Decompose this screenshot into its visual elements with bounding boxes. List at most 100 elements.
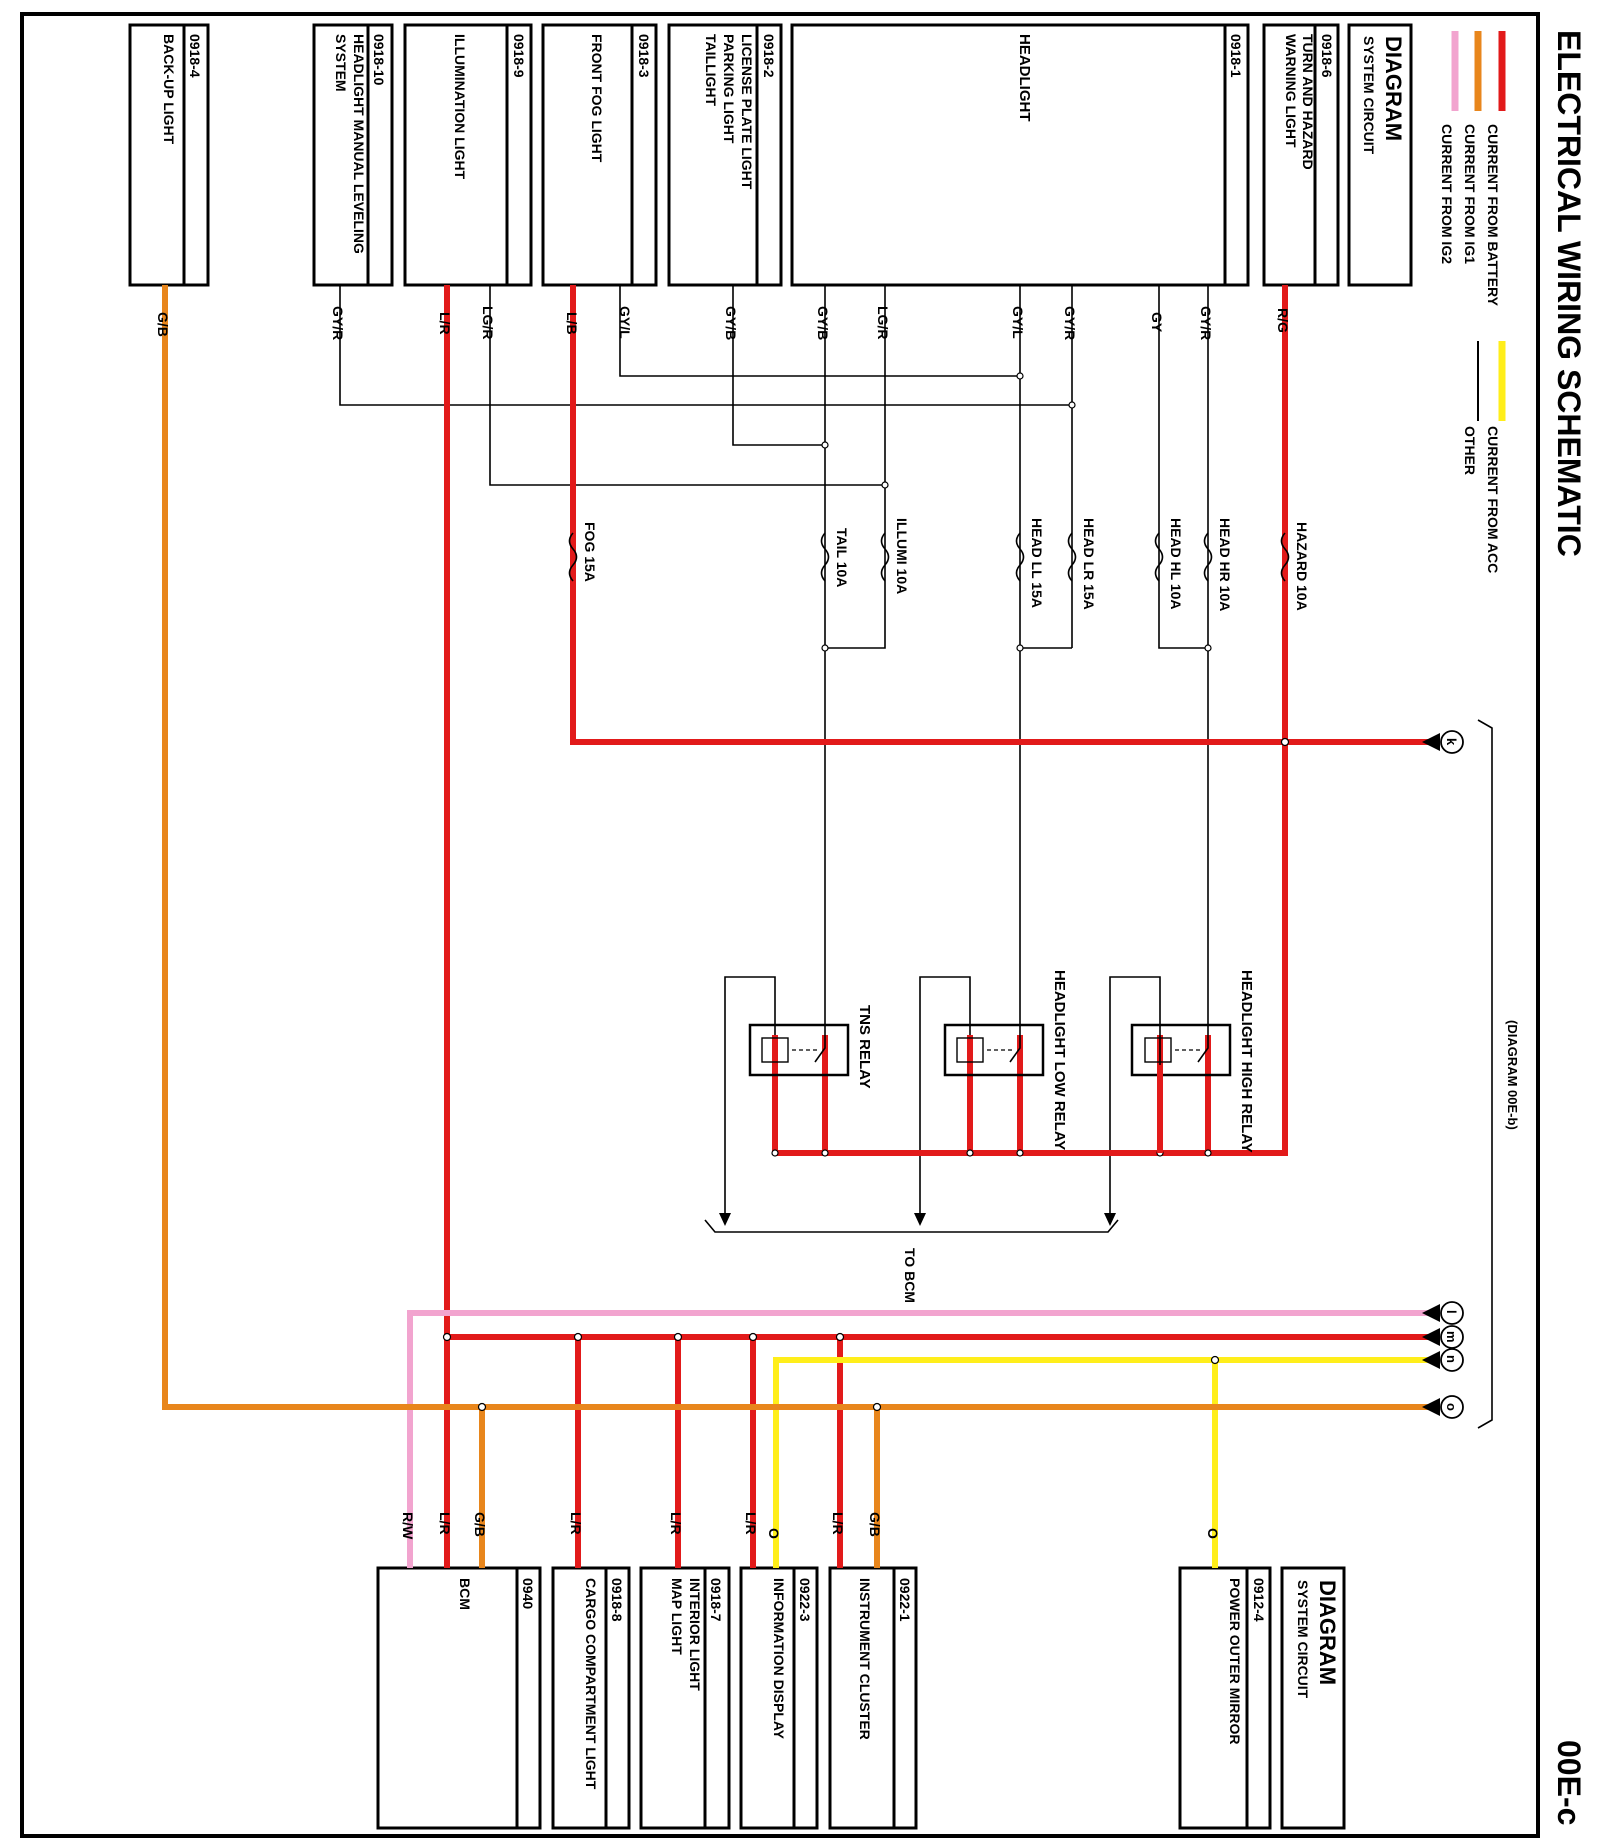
diagram-bottom-title: DIAGRAM bbox=[1315, 1580, 1340, 1685]
to-bcm-label: TO BCM bbox=[902, 1248, 918, 1303]
svg-text:L/B: L/B bbox=[564, 312, 580, 335]
legend-acc: CURRENT FROM ACC bbox=[1485, 426, 1501, 573]
svg-text:L/R: L/R bbox=[830, 1512, 846, 1535]
relay-high-label: HEADLIGHT HIGH RELAY bbox=[1238, 970, 1255, 1153]
interior-l1: INTERIOR LIGHT bbox=[687, 1578, 703, 1691]
legend: CURRENT FROM BATTERY CURRENT FROM IG1 CU… bbox=[1439, 31, 1506, 573]
headlight-name: HEADLIGHT bbox=[1016, 34, 1033, 122]
svg-text:L/R: L/R bbox=[437, 1512, 453, 1535]
svg-text:L/R: L/R bbox=[437, 312, 453, 335]
fuse-labels: HAZARD 10A HEAD HR 10A HEAD HL 10A HEAD … bbox=[582, 518, 1310, 611]
svg-text:R/W: R/W bbox=[400, 1512, 416, 1540]
fog-code: 0918-3 bbox=[636, 34, 652, 78]
svg-text:LG/R: LG/R bbox=[875, 306, 891, 339]
bcm-name: BCM bbox=[457, 1578, 473, 1610]
license-l1: LICENSE PLATE LIGHT bbox=[739, 34, 755, 190]
svg-text:l: l bbox=[1444, 1310, 1459, 1314]
block-illumination bbox=[403, 23, 533, 287]
block-diagram-top bbox=[1347, 23, 1413, 287]
license-l2: PARKING LIGHT bbox=[721, 34, 737, 144]
svg-text:LG/R: LG/R bbox=[480, 306, 496, 339]
svg-text:k: k bbox=[1444, 738, 1459, 746]
block-backup-light bbox=[128, 23, 210, 287]
cargo-name: CARGO COMPARTMENT LIGHT bbox=[583, 1578, 599, 1790]
wire-labels-bottom: O G/B L/R O L/R L/R L/R G/B L/R R/W bbox=[400, 1512, 1221, 1540]
block-cargo-light bbox=[551, 1566, 631, 1830]
svg-text:n: n bbox=[1444, 1355, 1459, 1363]
cluster-code: 0922-1 bbox=[897, 1578, 913, 1622]
relay-high bbox=[1130, 1023, 1232, 1153]
diagram-top-sub: SYSTEM CIRCUIT bbox=[1361, 36, 1377, 155]
svg-text:GY/L: GY/L bbox=[1010, 306, 1026, 339]
connector-m bbox=[1440, 1325, 1464, 1349]
fuse-fog: FOG 15A bbox=[582, 522, 598, 582]
cluster-name: INSTRUMENT CLUSTER bbox=[857, 1578, 873, 1740]
legend-other: OTHER bbox=[1462, 426, 1478, 475]
fuse-head-hr: HEAD HR 10A bbox=[1217, 518, 1233, 611]
wire-ig1-o bbox=[162, 285, 1440, 1410]
connector-arrows bbox=[1422, 733, 1440, 1416]
svg-text:L/R: L/R bbox=[743, 1512, 759, 1535]
svg-text:G/B: G/B bbox=[155, 312, 171, 337]
relay-tns-label: TNS RELAY bbox=[856, 1005, 873, 1089]
block-bcm bbox=[376, 1566, 542, 1830]
bottom-blocks: DIAGRAM SYSTEM CIRCUIT 0912-4 POWER OUTE… bbox=[376, 1566, 1346, 1830]
wire-battery-k bbox=[570, 285, 1440, 745]
svg-text:GY: GY bbox=[1149, 312, 1165, 333]
wire-ig2-l bbox=[407, 1310, 1440, 1568]
svg-text:R/G: R/G bbox=[1275, 308, 1291, 333]
svg-text:o: o bbox=[1444, 1403, 1459, 1411]
connector-k bbox=[1440, 730, 1464, 754]
to-bcm-bracket bbox=[704, 1219, 1119, 1233]
turn-l1: TURN AND HAZARD bbox=[1300, 34, 1316, 170]
diagram-top-title: DIAGRAM bbox=[1381, 36, 1406, 141]
diagram-ref-label: (DIAGRAM 00E-b) bbox=[1505, 1020, 1520, 1130]
bcm-code: 0940 bbox=[520, 1578, 536, 1609]
fuse-tail: TAIL 10A bbox=[834, 528, 850, 587]
power-wires bbox=[162, 285, 1440, 1568]
illum-name: ILLUMINATION LIGHT bbox=[452, 34, 468, 180]
block-diagram-bottom bbox=[1280, 1566, 1346, 1830]
legend-ig1: CURRENT FROM IG1 bbox=[1462, 124, 1478, 264]
wire-labels-top: R/G GY/R GY GY/R GY/L LG/R GY/B GY/B GY/… bbox=[155, 306, 1291, 340]
svg-text:GY/R: GY/R bbox=[330, 306, 346, 340]
svg-text:GY/B: GY/B bbox=[815, 306, 831, 340]
block-headlight-leveling bbox=[312, 23, 394, 287]
connector-o bbox=[1440, 1395, 1464, 1419]
illum-code: 0918-9 bbox=[511, 34, 527, 78]
relay-low bbox=[943, 1023, 1045, 1077]
backup-name: BACK-UP LIGHT bbox=[161, 34, 177, 145]
headlight-code: 0918-1 bbox=[1228, 34, 1244, 78]
block-front-fog bbox=[541, 23, 658, 287]
leveling-code: 0918-10 bbox=[371, 34, 387, 86]
svg-text:GY/R: GY/R bbox=[1062, 306, 1078, 340]
legend-ig2: CURRENT FROM IG2 bbox=[1439, 124, 1455, 264]
wire-relay-feed bbox=[775, 742, 1288, 1156]
interior-code: 0918-7 bbox=[708, 1578, 724, 1622]
relay-low-label: HEADLIGHT LOW RELAY bbox=[1051, 970, 1068, 1150]
leveling-l1: HEADLIGHT MANUAL LEVELING bbox=[351, 34, 367, 254]
fuse-head-hl: HEAD HL 10A bbox=[1168, 518, 1184, 610]
connector-letters: k l m n o bbox=[1444, 738, 1459, 1411]
mirror-code: 0912-4 bbox=[1251, 1578, 1267, 1622]
fuse-hazard: HAZARD 10A bbox=[1294, 522, 1310, 611]
block-interior-map-light bbox=[639, 1566, 731, 1830]
diagram-bottom-sub: SYSTEM CIRCUIT bbox=[1295, 1580, 1311, 1699]
turn-l2: WARNING LIGHT bbox=[1283, 34, 1299, 148]
junction-dots bbox=[442, 372, 1290, 1412]
block-instrument-cluster bbox=[828, 1566, 918, 1830]
svg-text:L/R: L/R bbox=[568, 1512, 584, 1535]
connector-n bbox=[1440, 1348, 1464, 1372]
svg-text:G/B: G/B bbox=[472, 1512, 488, 1537]
svg-text:GY/R: GY/R bbox=[1198, 306, 1214, 340]
svg-text:GY/B: GY/B bbox=[723, 306, 739, 340]
fuse-head-lr: HEAD LR 15A bbox=[1081, 518, 1097, 610]
info-name: INFORMATION DISPLAY bbox=[771, 1578, 787, 1740]
to-bcm-arrows bbox=[719, 1213, 1116, 1226]
block-license-parking-tail bbox=[667, 23, 783, 287]
svg-text:O: O bbox=[766, 1528, 782, 1539]
connector-circles bbox=[1440, 730, 1464, 1419]
diagram-ref-bracket bbox=[1477, 719, 1493, 1429]
turn-code: 0918-6 bbox=[1319, 34, 1335, 78]
